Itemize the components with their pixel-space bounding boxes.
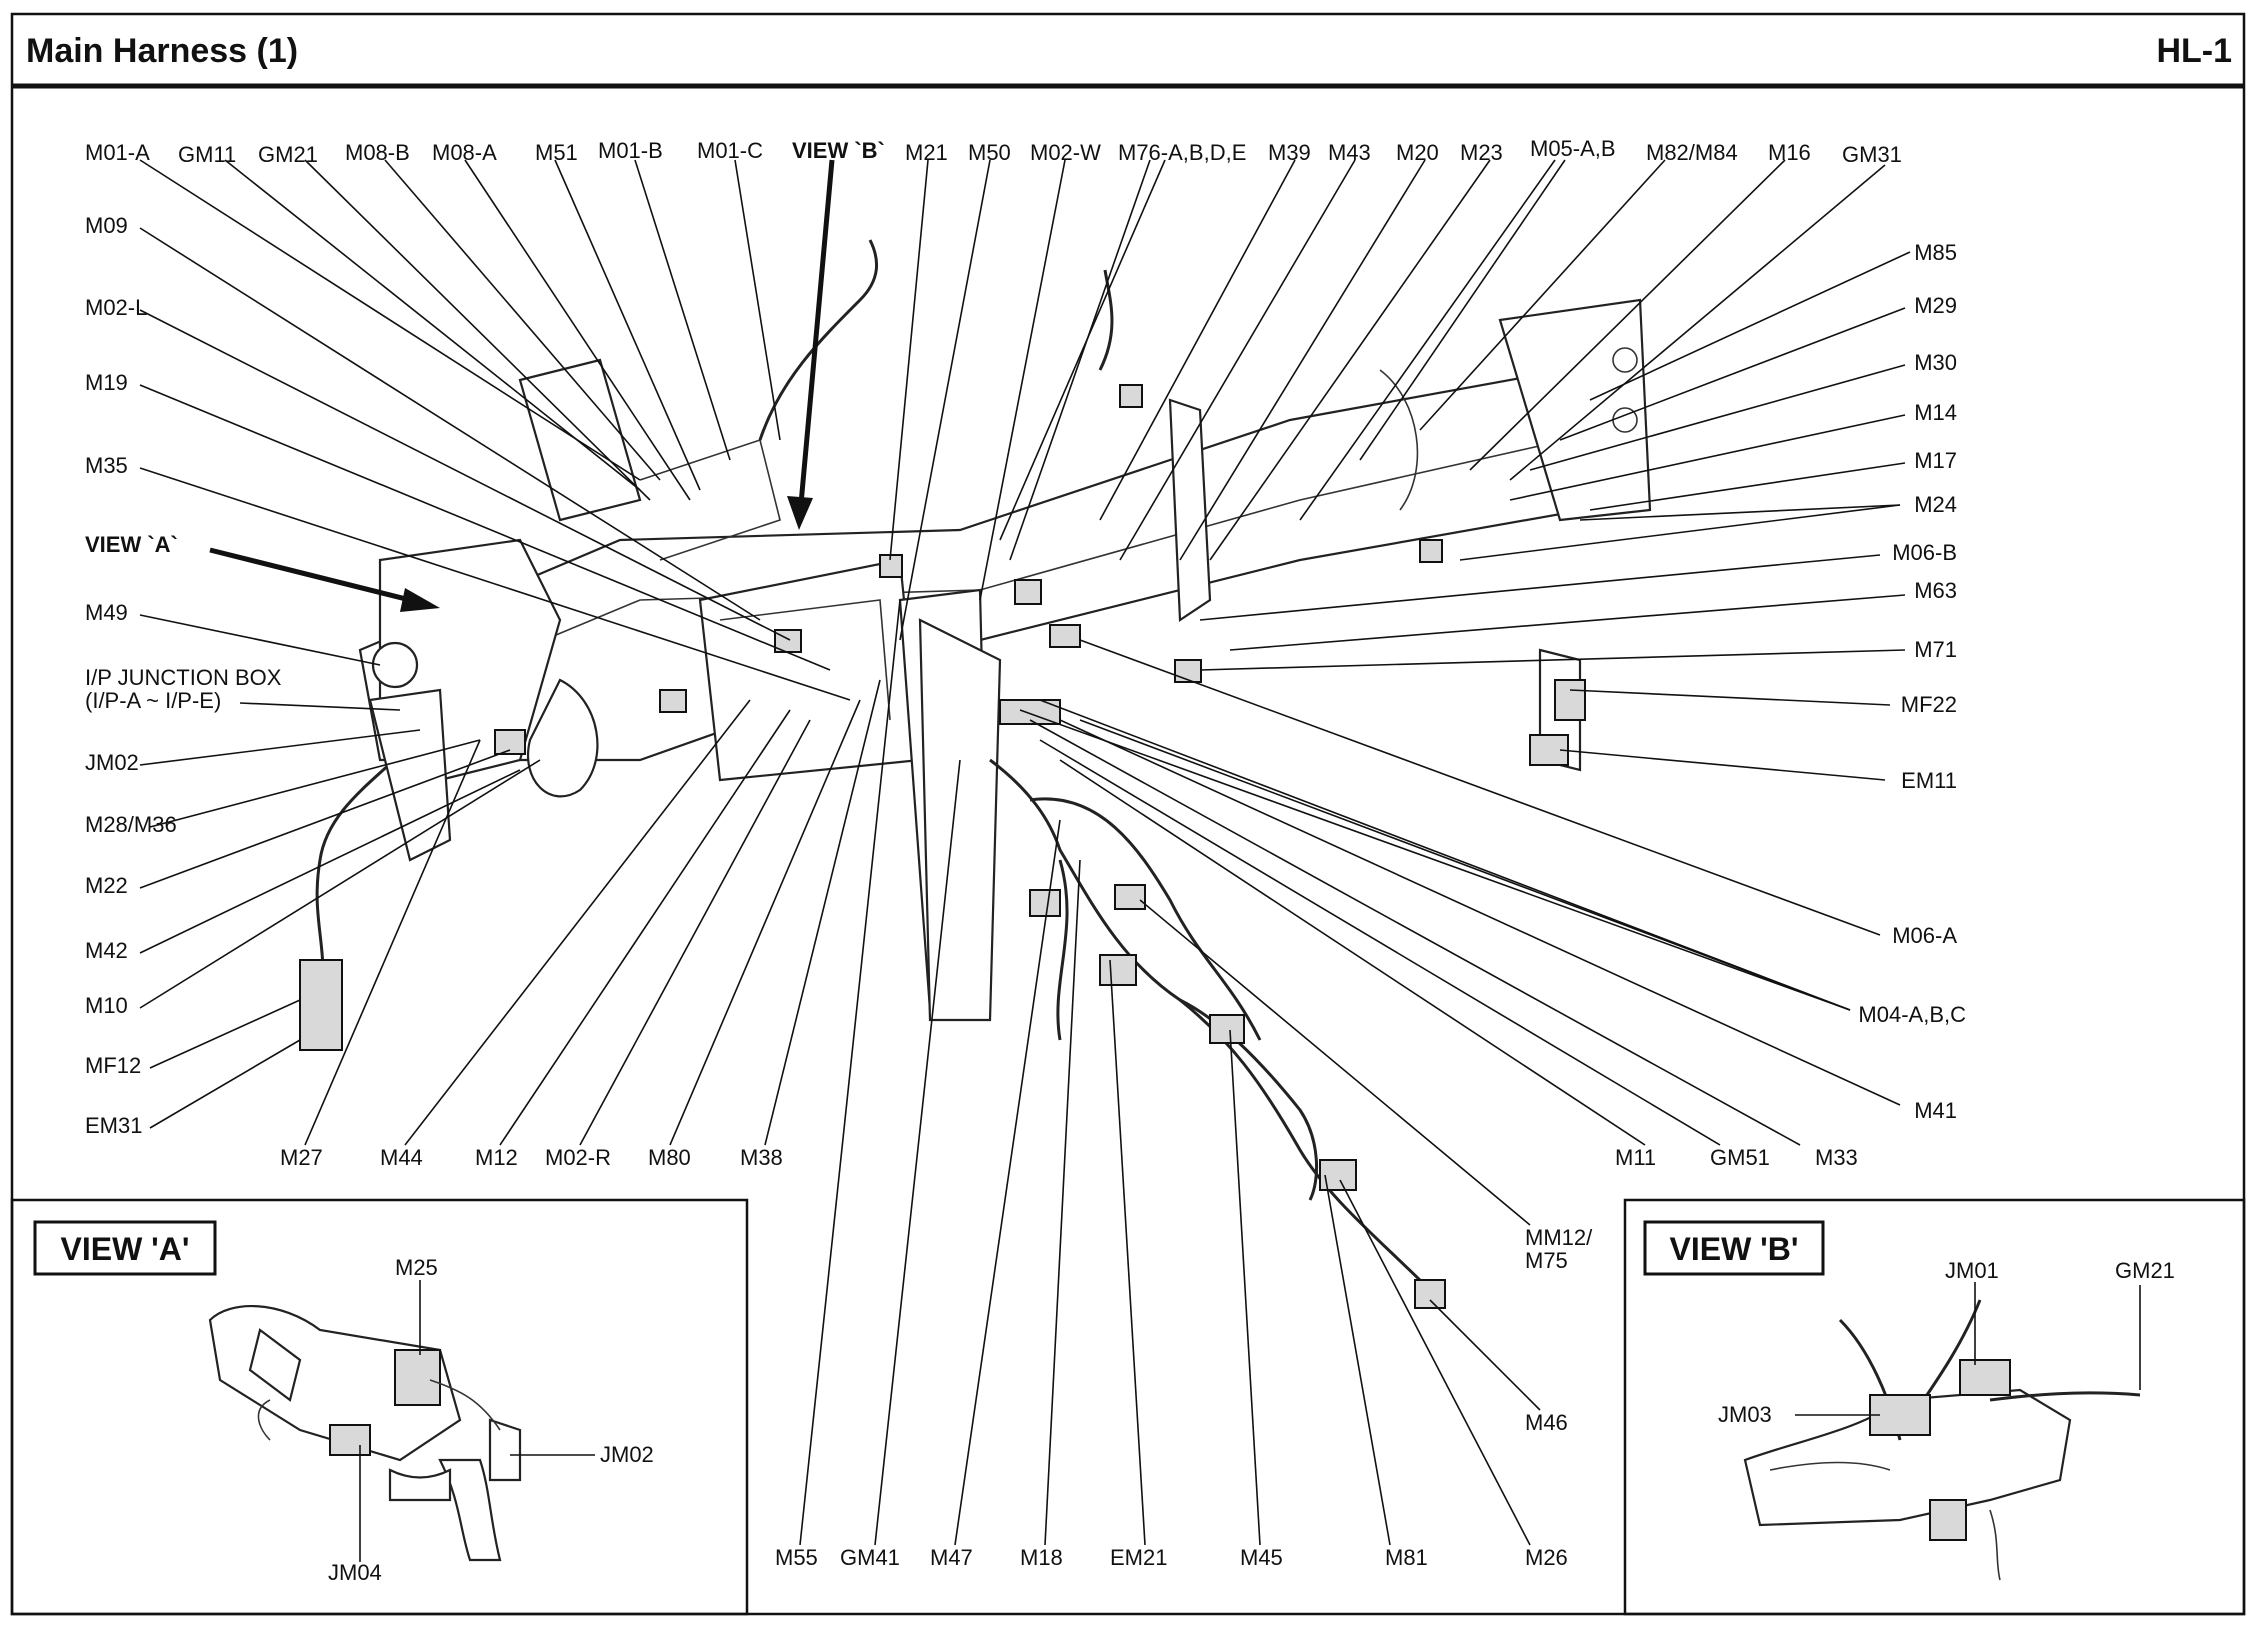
label-m02-l: M02-L bbox=[85, 295, 147, 320]
label-m82-m84: M82/M84 bbox=[1646, 140, 1738, 165]
label-m17: M17 bbox=[1914, 448, 1957, 473]
label-m39: M39 bbox=[1268, 140, 1311, 165]
label-em31: EM31 bbox=[85, 1113, 142, 1138]
label-m19: M19 bbox=[85, 370, 128, 395]
right-labels: M85 M29 M30 M14 M17 M24 M06-B M63 M71 MF… bbox=[1858, 240, 1966, 1123]
label-m71: M71 bbox=[1914, 637, 1957, 662]
label-m33: M33 bbox=[1815, 1145, 1858, 1170]
label-gm11: GM11 bbox=[178, 142, 236, 167]
label-m24: M24 bbox=[1914, 492, 1957, 517]
label-m02-r: M02-R bbox=[545, 1145, 611, 1170]
view-a-label-m25: M25 bbox=[395, 1255, 438, 1280]
label-m42: M42 bbox=[85, 938, 128, 963]
label-gm51: GM51 bbox=[1710, 1145, 1770, 1170]
label-m63: M63 bbox=[1914, 578, 1957, 603]
label-m75: M75 bbox=[1525, 1248, 1568, 1273]
label-m28-m36: M28/M36 bbox=[85, 812, 177, 837]
label-m20: M20 bbox=[1396, 140, 1439, 165]
label-m22: M22 bbox=[85, 873, 128, 898]
label-m11: M11 bbox=[1615, 1145, 1656, 1170]
page-frame bbox=[10, 12, 2246, 1616]
label-view-a-callout: VIEW `A` bbox=[85, 532, 178, 557]
label-m01-b: M01-B bbox=[598, 138, 663, 163]
label-gm41: GM41 bbox=[840, 1545, 900, 1570]
view-b-inset: VIEW 'B' JM01 GM21 JM03 bbox=[1643, 1220, 2175, 1581]
label-m04-abc: M04-A,B,C bbox=[1858, 1002, 1966, 1027]
label-m43: M43 bbox=[1328, 140, 1371, 165]
label-m08-b: M08-B bbox=[345, 140, 410, 165]
label-jm02: JM02 bbox=[85, 750, 139, 775]
label-m01-c: M01-C bbox=[697, 138, 763, 163]
bottom-labels: M27 M44 M12 M02-R M80 M38 M11 GM51 M33 M… bbox=[280, 1145, 1858, 1570]
label-m06-a: M06-A bbox=[1892, 923, 1957, 948]
top-labels: M01-A GM11 GM21 M08-B M08-A M51 M01-B M0… bbox=[85, 136, 1902, 167]
harness-drawing bbox=[299, 239, 1652, 1309]
view-a-inset: VIEW 'A' M25 JM02 JM04 bbox=[33, 1220, 654, 1585]
diagram-code: HL-1 bbox=[2156, 32, 2232, 70]
view-a-drawing bbox=[208, 1305, 522, 1562]
label-m23: M23 bbox=[1460, 140, 1503, 165]
label-em11: EM11 bbox=[1901, 768, 1957, 793]
label-ip-range: (I/P-A ~ I/P-E) bbox=[85, 688, 221, 713]
label-m09: M09 bbox=[85, 213, 128, 238]
label-m01-a: M01-A bbox=[85, 140, 150, 165]
label-m29: M29 bbox=[1914, 293, 1957, 318]
label-m21: M21 bbox=[905, 140, 948, 165]
view-b-title-box bbox=[1643, 1220, 1825, 1276]
label-m02-w: M02-W bbox=[1030, 140, 1101, 165]
label-ip-junction-box: I/P JUNCTION BOX bbox=[85, 665, 282, 690]
label-m30: M30 bbox=[1914, 350, 1957, 375]
label-m47: M47 bbox=[930, 1545, 973, 1570]
view-b-title: VIEW 'B' bbox=[1670, 1231, 1799, 1267]
page-title: Main Harness (1) bbox=[26, 32, 298, 70]
label-m76: M76-A,B,D,E bbox=[1118, 140, 1246, 165]
view-b-label-jm03: JM03 bbox=[1718, 1402, 1772, 1427]
view-a-label-jm04: JM04 bbox=[328, 1560, 382, 1585]
label-m41: M41 bbox=[1914, 1098, 1957, 1123]
label-m18: M18 bbox=[1020, 1545, 1063, 1570]
label-m45: M45 bbox=[1240, 1545, 1283, 1570]
label-mf22: MF22 bbox=[1901, 692, 1957, 717]
view-b-label-gm21: GM21 bbox=[2115, 1258, 2175, 1283]
leader-lines bbox=[139, 159, 1911, 1546]
label-gm21: GM21 bbox=[258, 142, 318, 167]
label-m81: M81 bbox=[1385, 1545, 1428, 1570]
view-b-drawing bbox=[1743, 1299, 2141, 1581]
label-m55: M55 bbox=[775, 1545, 818, 1570]
label-m26: M26 bbox=[1525, 1545, 1568, 1570]
label-view-b-callout: VIEW `B` bbox=[792, 138, 885, 163]
label-m46: M46 bbox=[1525, 1410, 1568, 1435]
view-a-box bbox=[10, 1198, 749, 1616]
label-m44: M44 bbox=[380, 1145, 423, 1170]
view-a-label-jm02: JM02 bbox=[600, 1442, 654, 1467]
left-labels: M09 M02-L M19 M35 VIEW `A` M49 I/P JUNCT… bbox=[85, 213, 282, 1138]
label-m08-a: M08-A bbox=[432, 140, 497, 165]
label-m35: M35 bbox=[85, 453, 128, 478]
label-m85: M85 bbox=[1914, 240, 1957, 265]
label-m50: M50 bbox=[968, 140, 1011, 165]
view-b-box bbox=[1623, 1198, 2246, 1616]
view-b-label-jm01: JM01 bbox=[1945, 1258, 1999, 1283]
label-m10: M10 bbox=[85, 993, 128, 1018]
label-m27: M27 bbox=[280, 1145, 323, 1170]
label-m12: M12 bbox=[475, 1145, 518, 1170]
label-em21: EM21 bbox=[1110, 1545, 1167, 1570]
label-m14: M14 bbox=[1914, 400, 1957, 425]
label-mf12: MF12 bbox=[85, 1053, 141, 1078]
label-gm31: GM31 bbox=[1842, 142, 1902, 167]
label-m38: M38 bbox=[740, 1145, 783, 1170]
label-m16: M16 bbox=[1768, 140, 1811, 165]
label-m49: M49 bbox=[85, 600, 128, 625]
view-a-title: VIEW 'A' bbox=[61, 1231, 190, 1267]
label-m80: M80 bbox=[648, 1145, 691, 1170]
label-m05-ab: M05-A,B bbox=[1530, 136, 1616, 161]
label-mm12: MM12/ bbox=[1525, 1225, 1593, 1250]
label-m51: M51 bbox=[535, 140, 578, 165]
label-m06-b: M06-B bbox=[1892, 540, 1957, 565]
view-a-title-box bbox=[33, 1220, 217, 1276]
